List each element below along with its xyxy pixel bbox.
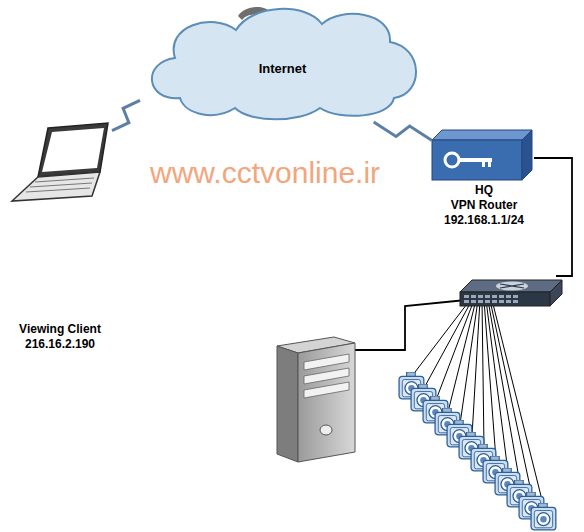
cloud-node: Internet: [140, 2, 425, 122]
ip-cameras: [399, 372, 556, 530]
node-label: Internet: [140, 61, 425, 77]
client-node: Viewing Client216.16.2.190: [8, 122, 112, 230]
network-switch: [460, 280, 562, 306]
vpn-router-icon: [432, 130, 532, 180]
router-node: HQVPN Router192.168.1.1/24: [432, 128, 536, 232]
node-label: HQ: [432, 183, 536, 198]
camera-wires: [412, 300, 544, 508]
node-label: VPN Router: [432, 198, 536, 213]
wan-link: [112, 100, 140, 130]
wan-link: [374, 122, 432, 140]
server-tower: [277, 337, 355, 462]
node-label: Viewing Client: [8, 322, 112, 337]
router-switch-wire: [534, 158, 572, 276]
node-label: 216.16.2.190: [8, 337, 112, 352]
laptop-icon: [12, 123, 108, 201]
node-label: 192.168.1.1/24: [432, 213, 536, 228]
watermark-text: www.cctvonline.ir: [150, 156, 380, 190]
